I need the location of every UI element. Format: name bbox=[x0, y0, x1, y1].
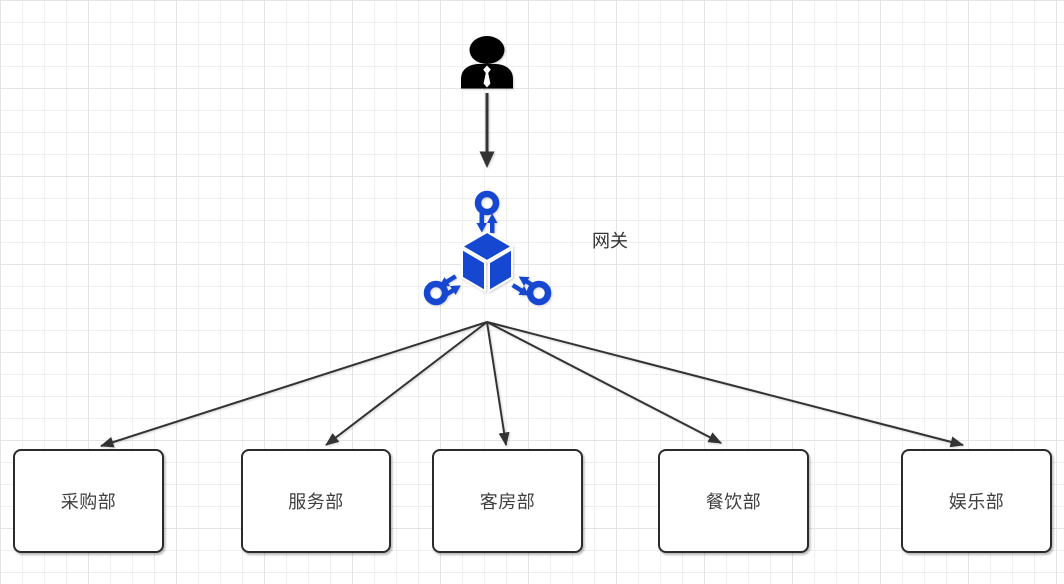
dept-label-entertainment: 娱乐部 bbox=[948, 492, 1005, 512]
dept-box-catering[interactable]: 餐饮部 bbox=[658, 449, 809, 553]
edge-gateway-to-service[interactable] bbox=[325, 321, 488, 446]
edge-gateway-to-procurement[interactable] bbox=[100, 321, 488, 448]
dept-box-procurement[interactable]: 采购部 bbox=[13, 449, 164, 553]
dept-label-catering: 餐饮部 bbox=[705, 492, 762, 512]
edge-user-to-gateway[interactable] bbox=[479, 93, 495, 168]
gateway-fanout-edges bbox=[100, 321, 964, 448]
gateway-icon[interactable] bbox=[423, 190, 552, 306]
gateway-label[interactable]: 网关 bbox=[592, 231, 628, 251]
dept-label-service: 服务部 bbox=[288, 492, 344, 512]
dept-label-housekeeping: 客房部 bbox=[479, 492, 536, 512]
edge-gateway-to-entertainment[interactable] bbox=[486, 321, 964, 448]
dept-label-procurement: 采购部 bbox=[60, 492, 117, 512]
user-icon[interactable] bbox=[461, 36, 513, 89]
dept-box-entertainment[interactable]: 娱乐部 bbox=[901, 449, 1052, 553]
dept-box-housekeeping[interactable]: 客房部 bbox=[432, 449, 583, 553]
dept-box-service[interactable]: 服务部 bbox=[241, 449, 391, 553]
edge-gateway-to-catering[interactable] bbox=[486, 321, 722, 444]
edge-gateway-to-housekeeping[interactable] bbox=[486, 321, 510, 446]
